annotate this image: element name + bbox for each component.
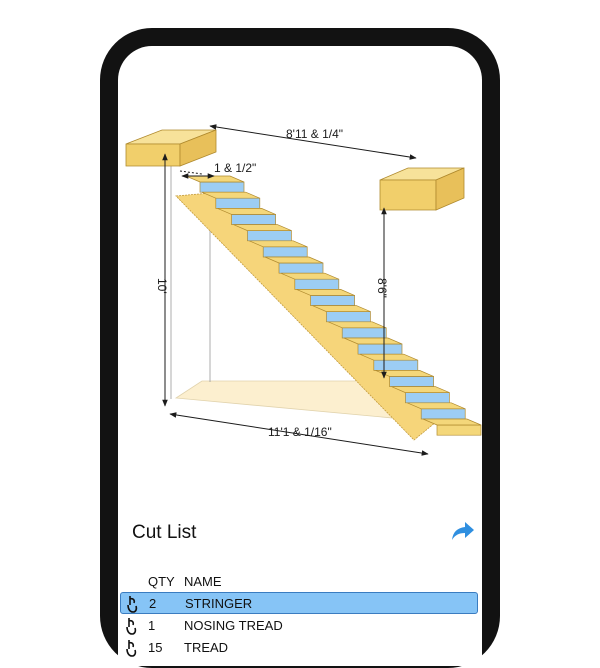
row-qty: 15 — [148, 640, 163, 655]
column-header-name[interactable]: NAME — [184, 574, 222, 589]
row-name: STRINGER — [185, 596, 253, 611]
cut-list-title: Cut List — [132, 522, 197, 543]
stair-tread — [185, 175, 245, 183]
stair-riser — [373, 359, 419, 371]
stair-riser — [294, 278, 340, 290]
stair-riser — [215, 197, 261, 209]
row-qty: 2 — [149, 596, 157, 611]
stair-riser — [405, 392, 450, 404]
stair-riser — [262, 246, 308, 258]
upper-floor-block — [125, 129, 217, 167]
stair-tread — [343, 337, 403, 345]
part-icon — [126, 618, 137, 635]
tread-label: 1 & 1/2" — [214, 161, 256, 175]
run-dimension — [169, 412, 429, 456]
stair-riser — [278, 262, 324, 274]
part-icon — [127, 596, 138, 613]
stair-tread — [312, 305, 371, 312]
stair-riser — [420, 408, 466, 420]
stair-riser — [231, 214, 276, 225]
share-icon — [452, 522, 474, 540]
stair-tread — [249, 240, 308, 248]
stair-tread — [407, 402, 466, 410]
stair-riser — [247, 230, 292, 242]
landing-block — [379, 167, 465, 211]
part-icon — [126, 640, 137, 657]
stair-riser — [357, 343, 403, 355]
row-name: NOSING TREAD — [184, 618, 283, 633]
stair-tread — [233, 224, 292, 231]
stair-riser — [389, 376, 434, 387]
stair-tread — [422, 418, 482, 426]
top-width-dimension — [209, 124, 417, 160]
stair-riser — [199, 181, 245, 193]
stair-tread — [217, 208, 276, 215]
row-name: TREAD — [184, 640, 229, 655]
stair-diagram: 8'11 & 1/4" 1 & 1/2" 10' 8'6" 11'1 & 1/1… — [125, 124, 482, 456]
run-label: 11'1 & 1/16" — [268, 425, 332, 439]
column-header-qty[interactable]: QTY — [148, 574, 175, 589]
top-width-label: 8'11 & 1/4" — [286, 127, 343, 141]
row-qty: 1 — [148, 618, 156, 633]
tread-leader-line — [179, 170, 203, 175]
stair-tread — [391, 386, 450, 393]
stair-tread — [201, 191, 260, 199]
stair-riser — [436, 424, 482, 436]
total-height-label: 10' — [155, 278, 169, 294]
stair-tread — [296, 289, 355, 296]
stair-riser — [326, 311, 371, 323]
phone-frame: 8'11 & 1/4" 1 & 1/2" 10' 8'6" 11'1 & 1/1… — [100, 28, 500, 668]
stair-steps — [185, 175, 482, 436]
stair-riser — [310, 295, 355, 306]
table-row[interactable]: 2 STRINGER — [120, 592, 478, 614]
table-row[interactable]: 15 TREAD — [120, 637, 478, 659]
stair-tread — [280, 272, 339, 280]
table-row[interactable]: 1 NOSING TREAD — [120, 615, 478, 637]
app-screen: 8'11 & 1/4" 1 & 1/2" 10' 8'6" 11'1 & 1/1… — [118, 46, 482, 666]
share-button[interactable] — [450, 520, 476, 542]
stair-riser — [341, 327, 387, 339]
stair-tread — [264, 256, 324, 264]
landing-height-label: 8'6" — [375, 278, 389, 298]
stair-tread — [359, 353, 418, 361]
